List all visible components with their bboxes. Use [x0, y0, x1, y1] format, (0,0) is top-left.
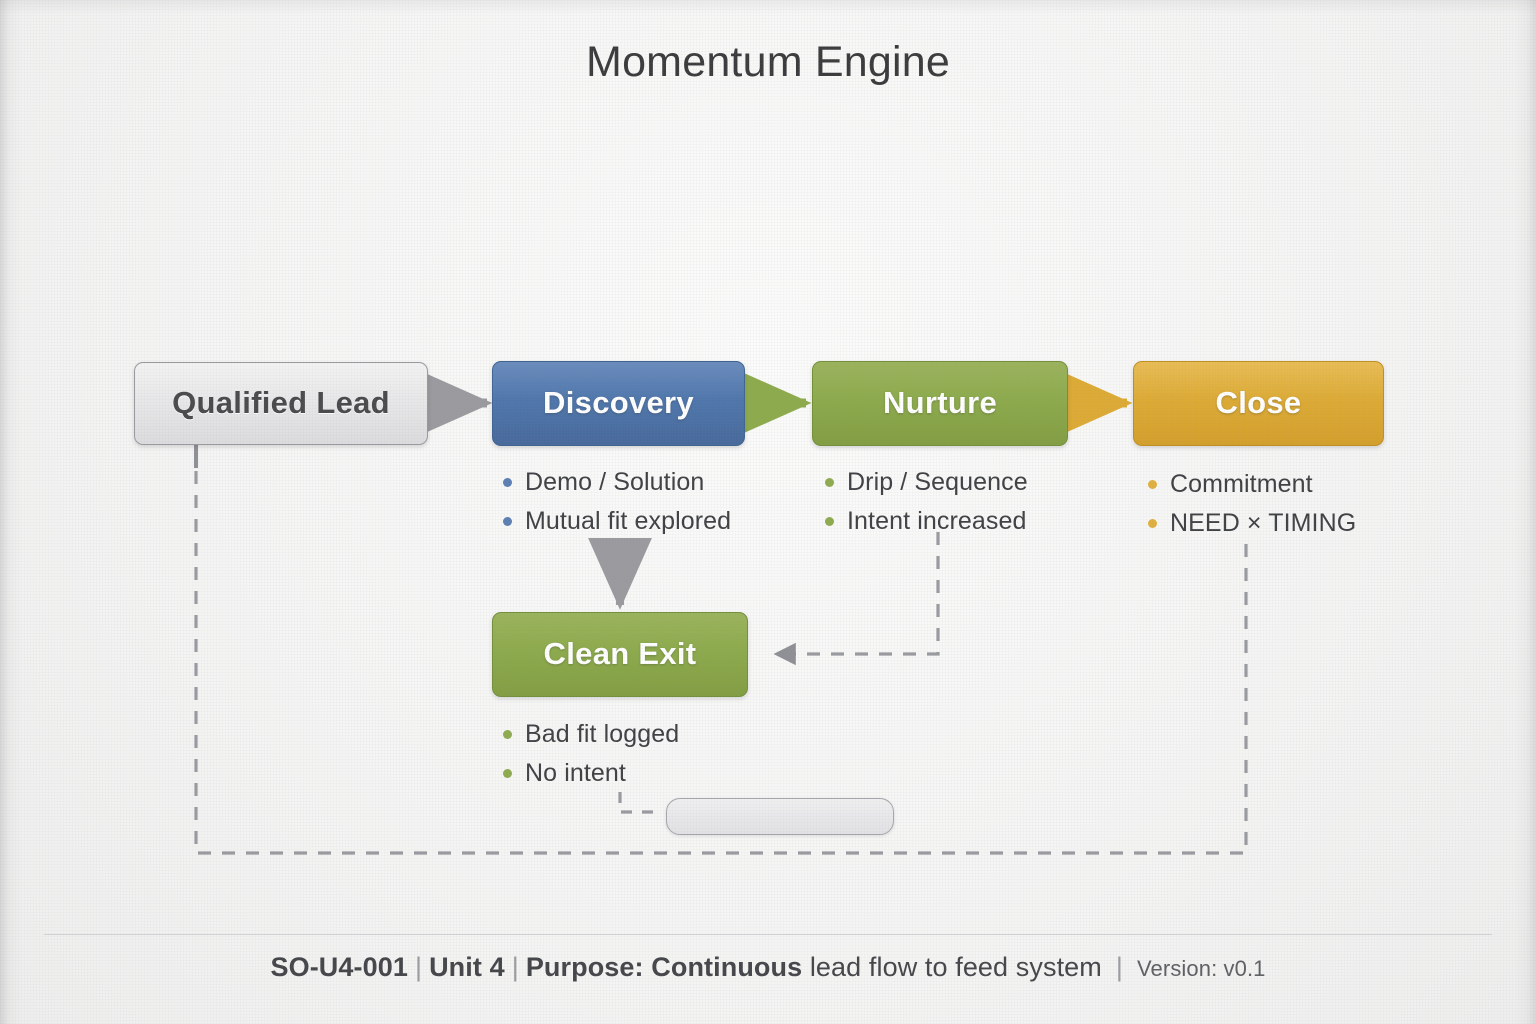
bullet-dot-icon	[503, 517, 512, 526]
node-close[interactable]: Close	[1133, 361, 1384, 446]
bullet-dot-icon	[1148, 480, 1157, 489]
bullet-dot-icon	[825, 478, 834, 487]
list-item: No intent	[503, 759, 679, 788]
bullet-text: NEED × TIMING	[1170, 509, 1357, 537]
bullets-clean-exit: Bad fit logged No intent	[503, 720, 679, 798]
footer-separator: |	[414, 952, 423, 982]
footer-separator: |	[1115, 952, 1123, 982]
dashed-clean-exit-stub	[618, 792, 660, 814]
node-label: Qualified Lead	[172, 385, 390, 421]
node-label: Clean Exit	[543, 636, 697, 672]
footer: SO-U4-001|Unit 4|Purpose: Continuous lea…	[0, 952, 1536, 983]
footer-purpose-strong: Continuous	[651, 952, 803, 982]
footer-purpose-label: Purpose:	[525, 952, 644, 982]
node-discovery[interactable]: Discovery	[492, 361, 745, 446]
bullet-text: Commitment	[1170, 470, 1313, 498]
bullet-dot-icon	[1148, 519, 1157, 528]
node-nurture[interactable]: Nurture	[812, 361, 1068, 446]
bullet-text: Mutual fit explored	[525, 507, 732, 535]
bullet-text: Intent increased	[847, 507, 1027, 535]
footer-code: SO-U4-001	[270, 952, 408, 982]
node-label: Close	[1215, 385, 1302, 421]
list-item: Bad fit logged	[503, 720, 679, 749]
node-clean-exit[interactable]: Clean Exit	[492, 612, 748, 697]
bullet-text: Bad fit logged	[525, 720, 680, 748]
footer-unit: Unit 4	[429, 952, 505, 982]
bullet-text: Demo / Solution	[525, 468, 705, 496]
bullet-text: No intent	[525, 759, 626, 787]
bullet-dot-icon	[825, 517, 834, 526]
node-placeholder-empty[interactable]	[666, 798, 894, 835]
footer-divider	[44, 934, 1492, 935]
node-label: Nurture	[882, 385, 998, 421]
bullets-discovery: Demo / Solution Mutual fit explored	[503, 468, 731, 546]
dashed-qualified-lead-loop	[194, 447, 1248, 855]
list-item: Demo / Solution	[503, 468, 731, 497]
dashed-nurture-to-clean-exit	[773, 532, 940, 666]
list-item: Mutual fit explored	[503, 507, 731, 536]
footer-purpose-rest: lead flow to feed system	[809, 952, 1102, 982]
list-item: Commitment	[1148, 470, 1356, 499]
bullet-dot-icon	[503, 769, 512, 778]
node-qualified-lead[interactable]: Qualified Lead	[134, 362, 428, 445]
bullet-text: Drip / Sequence	[847, 468, 1028, 496]
bullets-close: Commitment NEED × TIMING	[1148, 470, 1356, 548]
list-item: Intent increased	[825, 507, 1028, 536]
page-title: Momentum Engine	[586, 38, 950, 86]
footer-version: Version: v0.1	[1137, 956, 1266, 981]
list-item: Drip / Sequence	[825, 468, 1028, 497]
bullet-dot-icon	[503, 730, 512, 739]
list-item: NEED × TIMING	[1148, 509, 1356, 538]
node-label: Discovery	[543, 385, 694, 421]
bullet-dot-icon	[503, 478, 512, 487]
footer-separator: |	[511, 952, 519, 982]
bullets-nurture: Drip / Sequence Intent increased	[825, 468, 1028, 546]
